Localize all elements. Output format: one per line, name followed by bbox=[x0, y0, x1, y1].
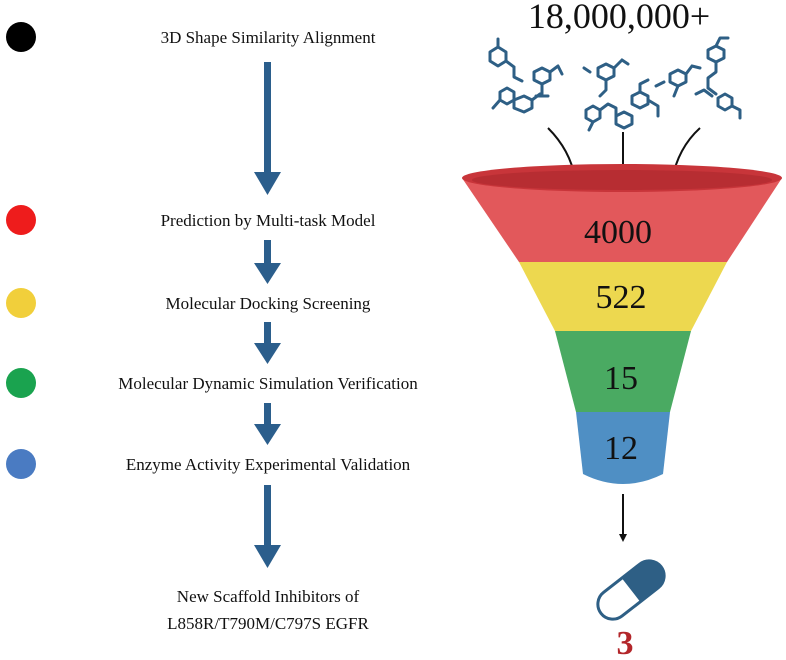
funnel-band-522 bbox=[519, 262, 727, 331]
final-label-line1: New Scaffold Inhibitors of bbox=[177, 587, 360, 606]
funnel-count-15: 15 bbox=[604, 360, 638, 397]
step-dot-red bbox=[6, 205, 36, 235]
step-label-docking: Molecular Docking Screening bbox=[166, 294, 371, 313]
down-arrow-icon bbox=[254, 403, 281, 445]
molecule-icon bbox=[694, 88, 742, 120]
funnel-band-4000 bbox=[462, 168, 782, 262]
input-count-label: 18,000,000+ bbox=[528, 0, 710, 36]
workflow-arrows bbox=[254, 62, 281, 568]
step-dot-green bbox=[6, 368, 36, 398]
step-dot-black bbox=[6, 22, 36, 52]
step-label-multitask-model: Prediction by Multi-task Model bbox=[161, 211, 376, 230]
workflow-steps: 3D Shape Similarity Alignment Prediction… bbox=[6, 22, 418, 633]
funnel-count-522: 522 bbox=[596, 279, 647, 316]
step-label-enzyme-validation: Enzyme Activity Experimental Validation bbox=[126, 455, 411, 474]
funnel-count-12: 12 bbox=[604, 430, 638, 467]
down-arrow-icon bbox=[254, 485, 281, 568]
down-arrow-icon bbox=[254, 322, 281, 364]
molecule-icon bbox=[488, 37, 524, 83]
funnel-band-15 bbox=[555, 331, 691, 412]
final-label-line2: L858R/T790M/C797S EGFR bbox=[167, 614, 369, 633]
step-dot-yellow bbox=[6, 288, 36, 318]
funnel-rim-inner bbox=[472, 170, 772, 190]
molecule-icon bbox=[706, 36, 730, 96]
step-dot-blue bbox=[6, 449, 36, 479]
molecule-icon bbox=[654, 64, 702, 98]
funnel: 4000 522 15 12 bbox=[462, 164, 782, 484]
funnel-band-12 bbox=[576, 412, 670, 484]
funnel-count-4000: 4000 bbox=[584, 214, 652, 251]
down-arrow-icon bbox=[254, 62, 281, 195]
molecule-icon bbox=[584, 102, 634, 132]
step-label-shape-alignment: 3D Shape Similarity Alignment bbox=[161, 28, 376, 47]
molecule-icons bbox=[488, 36, 742, 132]
step-label-md-simulation: Molecular Dynamic Simulation Verificatio… bbox=[118, 374, 418, 393]
capsule-icon bbox=[596, 559, 666, 621]
down-arrow-icon bbox=[254, 240, 281, 284]
molecule-icon bbox=[532, 64, 564, 98]
result-count: 3 bbox=[617, 625, 634, 660]
molecule-icon bbox=[491, 86, 542, 114]
molecule-icon bbox=[630, 78, 660, 118]
molecule-icon bbox=[582, 58, 630, 98]
